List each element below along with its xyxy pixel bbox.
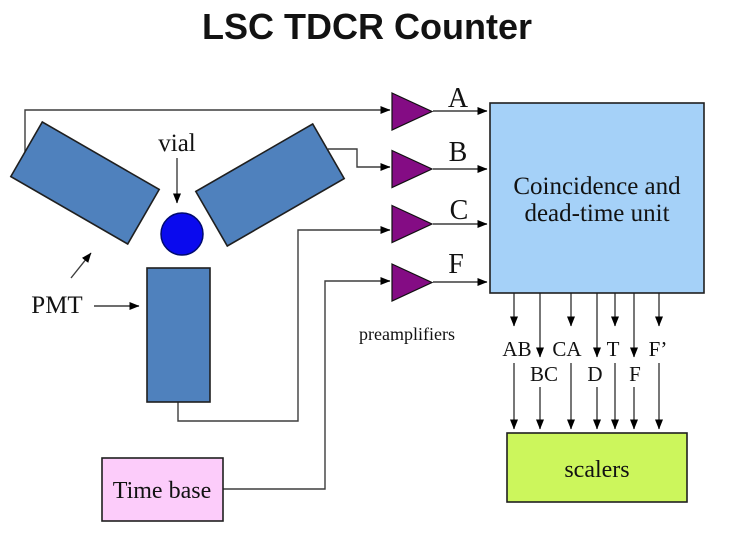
output-label-ab: AB [502,337,531,361]
channel-label-f: F [448,249,464,280]
preamp-triangle-a [391,92,434,131]
output-label-ca: CA [552,337,582,361]
page-title: LSC TDCR Counter [202,6,532,47]
channel-label-a: A [448,83,469,114]
wire-left-pmt-to-preamp-a [24,106,391,153]
scalers-box [506,432,688,503]
output-label-bc: BC [530,362,558,386]
wire-right-pmt-to-preamp-b [328,148,391,171]
output-label-d: D [587,362,602,386]
output-label-t: T [607,337,620,361]
wire-time-base-to-preamp-f [223,277,391,490]
pmt-left [9,120,161,246]
pmt-label: PMT [31,292,82,319]
channel-label-b: B [449,137,468,168]
vial-circle [160,212,204,256]
scalers-label: scalers [564,457,629,483]
preamp-triangle-f [391,263,434,302]
preamp-triangle-b [391,149,434,189]
preamp-triangle-c [391,204,434,244]
pmt-diagonal-arrow [70,252,92,279]
coincidence-unit-label-line1: Coincidence and [513,173,681,200]
pmt-right [194,122,346,248]
channel-label-c: C [450,195,469,226]
output-label-f-prime: F’ [649,337,668,361]
preamplifiers-label: preamplifiers [359,324,455,344]
output-label-f2: F [629,362,641,386]
vial-label: vial [158,130,196,157]
coincidence-unit-label-line2: dead-time unit [524,200,669,227]
coincidence-unit-box [489,102,705,294]
time-base-label: Time base [113,478,211,504]
time-base-box [101,457,224,522]
wire-bottom-pmt-to-preamp-c [177,226,391,422]
pmt-bottom [146,267,211,403]
